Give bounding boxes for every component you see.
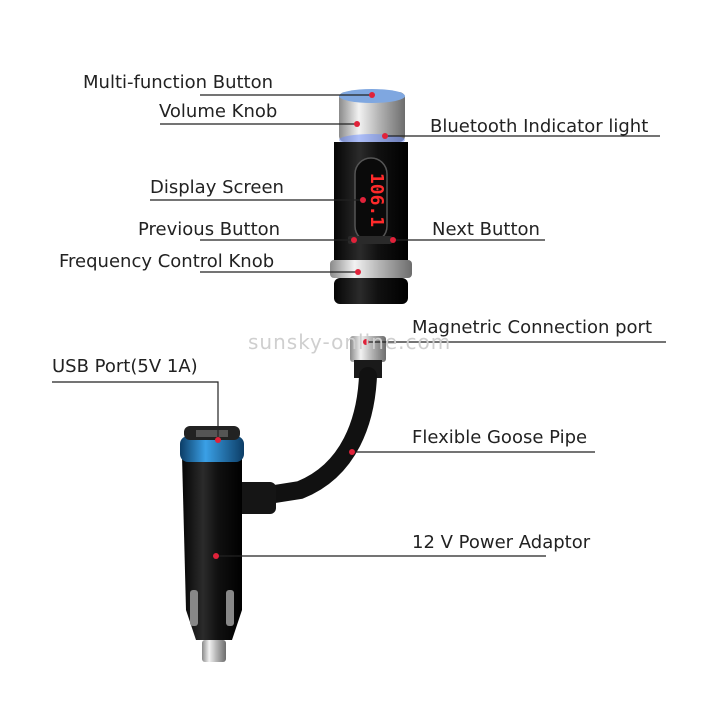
tip-contact-shape	[202, 640, 226, 662]
label-next-button: Next Button	[432, 219, 540, 240]
dot-previous	[351, 237, 357, 243]
frequency-knob-shape	[330, 260, 412, 278]
dot-multi-function	[369, 92, 375, 98]
label-usb-port: USB Port(5V 1A)	[52, 356, 198, 377]
label-flexible-goose-pipe: Flexible Goose Pipe	[412, 427, 588, 448]
dot-next	[390, 237, 396, 243]
label-previous-button: Previous Button	[138, 219, 281, 240]
label-frequency-control-knob: Frequency Control Knob	[59, 251, 275, 272]
dot-frequency	[355, 269, 361, 275]
display-readout: 106.1	[366, 173, 387, 227]
dot-display	[360, 197, 366, 203]
volume-knob-shape	[339, 92, 405, 142]
label-display-screen: Display Screen	[150, 177, 284, 198]
prev-next-buttons-shape	[348, 236, 392, 244]
car-adaptor	[180, 336, 386, 662]
marker-dots	[213, 92, 396, 559]
usb-slot-shape	[196, 430, 228, 437]
label-multi-function-button: Multi-function Button	[83, 72, 274, 93]
pipe-joint-shape	[236, 482, 276, 514]
label-power-adaptor: 12 V Power Adaptor	[412, 532, 591, 553]
dot-goose	[349, 449, 355, 455]
label-volume-knob: Volume Knob	[159, 101, 278, 122]
dot-bluetooth	[382, 133, 388, 139]
label-magnetic-connection-port: Magnetric Connection port	[412, 317, 653, 338]
dot-usb	[215, 437, 221, 443]
transmitter-head: 106.1	[330, 89, 412, 304]
transmitter-base-shape	[334, 278, 408, 304]
dot-volume	[354, 121, 360, 127]
goose-pipe-shape	[253, 367, 377, 505]
dot-power	[213, 553, 219, 559]
dot-magnetic	[363, 339, 369, 345]
blue-ring-shape	[180, 436, 244, 462]
leader-lines	[52, 94, 666, 557]
leader-usb	[52, 381, 219, 440]
side-contact-right-shape	[226, 590, 234, 626]
side-contact-left-shape	[190, 590, 198, 626]
label-bluetooth-indicator: Bluetooth Indicator light	[430, 116, 649, 137]
watermark: sunsky-online.com	[248, 330, 452, 354]
